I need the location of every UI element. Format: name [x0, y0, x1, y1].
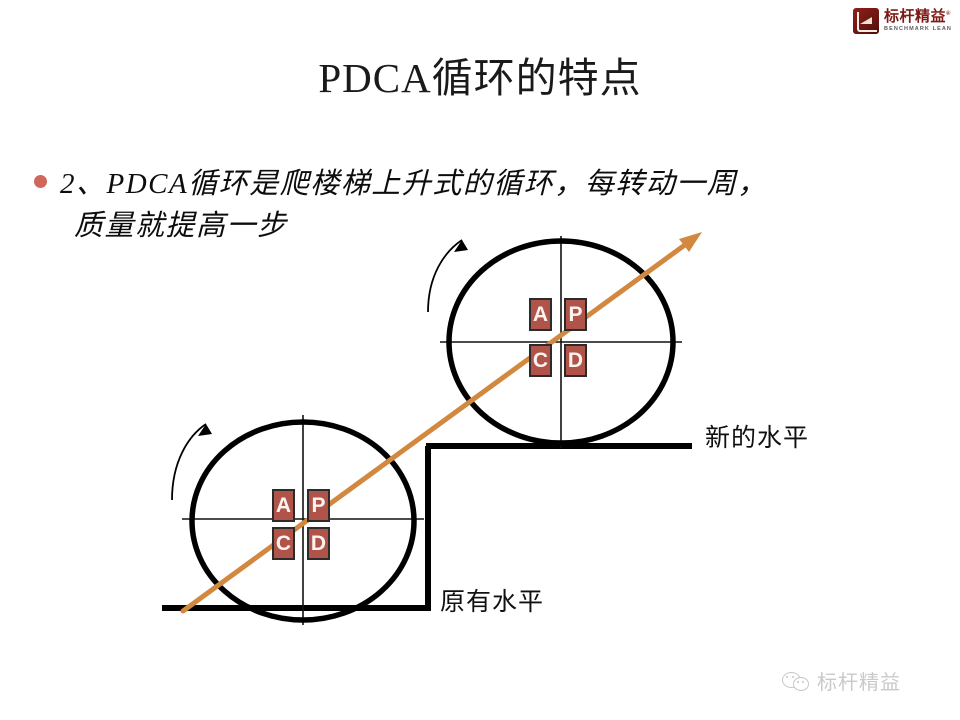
- upper-rotation-arrow: [427, 239, 468, 313]
- footer-watermark: 标杆精益: [782, 666, 901, 695]
- lower-cycle-box-p: P: [307, 489, 330, 522]
- upper-cycle-box-p: P: [564, 298, 587, 331]
- lower-rotation-arrow: [171, 423, 212, 501]
- bullet-item-text: 2、PDCA循环是爬楼梯上升式的循环，每转动一周， 质量就提高一步: [60, 163, 768, 247]
- lower-cycle-box-d: D: [307, 527, 330, 560]
- benchmark-lean-logo-icon: [853, 8, 880, 34]
- brand-name-en: BENCHMARK LEAN: [884, 25, 952, 32]
- bullet-dot-icon: [34, 175, 47, 188]
- upper-cycle-box-c: C: [529, 344, 552, 377]
- footer-brand-text: 标杆精益: [817, 672, 901, 694]
- upper-cycle-box-d: D: [564, 344, 587, 377]
- page-title: PDCA循环的特点: [318, 55, 642, 101]
- bullet-list: 2、PDCA循环是爬楼梯上升式的循环，每转动一周， 质量就提高一步: [34, 163, 914, 247]
- upper-cycle-box-a: A: [529, 298, 552, 331]
- upper-cycle-circle: [446, 238, 676, 446]
- lower-cycle-box-a: A: [272, 489, 295, 522]
- brand-name-cn: 标杆精益®: [884, 8, 952, 25]
- brand-logo-text: 标杆精益® BENCHMARK LEAN: [884, 8, 952, 33]
- new-level-label: 新的水平: [705, 425, 810, 452]
- lower-cycle-box-c: C: [272, 527, 295, 560]
- lower-cycle-circle: [189, 419, 417, 623]
- ascending-improvement-arrow: [180, 232, 702, 614]
- trademark-symbol: ®: [946, 10, 952, 17]
- old-level-label: 原有水平: [440, 589, 545, 616]
- wechat-icon: [782, 670, 809, 692]
- brand-logo: 标杆精益® BENCHMARK LEAN: [853, 8, 952, 34]
- bullet-line-2: 质量就提高一步: [74, 210, 288, 243]
- bullet-line-1: 2、PDCA循环是爬楼梯上升式的循环，每转动一周，: [60, 168, 768, 200]
- list-item: 2、PDCA循环是爬楼梯上升式的循环，每转动一周， 质量就提高一步: [34, 163, 914, 247]
